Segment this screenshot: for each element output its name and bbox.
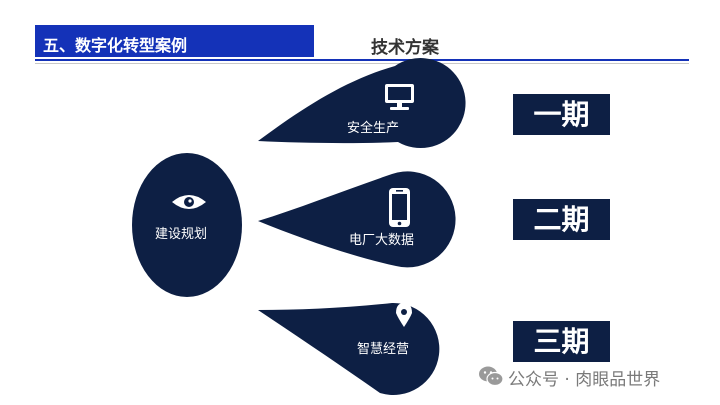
section-header-bar: 五、数字化转型案例 [35, 25, 314, 57]
phase-badge-2: 二期 [513, 199, 610, 240]
page-title: 技术方案 [371, 38, 439, 58]
branch-label-3: 智慧经营 [357, 342, 410, 357]
header-divider-thin [35, 63, 689, 64]
monitor-icon [385, 84, 414, 110]
eye-icon [172, 195, 206, 209]
smartphone-icon [389, 188, 410, 227]
branch-node-2 [258, 171, 456, 268]
branch-label-1: 安全生产 [347, 121, 400, 136]
branch-label-2: 电厂大数据 [349, 233, 415, 248]
section-title: 五、数字化转型案例 [43, 36, 188, 55]
map-pin-icon [396, 303, 412, 327]
branch-node-1 [258, 58, 466, 149]
wechat-icon [479, 366, 504, 387]
phase-badge-1: 一期 [513, 94, 610, 135]
center-node [132, 153, 242, 297]
header-divider [35, 59, 689, 61]
phase-badge-3: 三期 [513, 321, 610, 362]
branch-node-3 [258, 302, 440, 395]
watermark-text: 公众号 · 肉眼品世界 [508, 370, 661, 390]
center-node-label: 建设规划 [155, 227, 208, 242]
